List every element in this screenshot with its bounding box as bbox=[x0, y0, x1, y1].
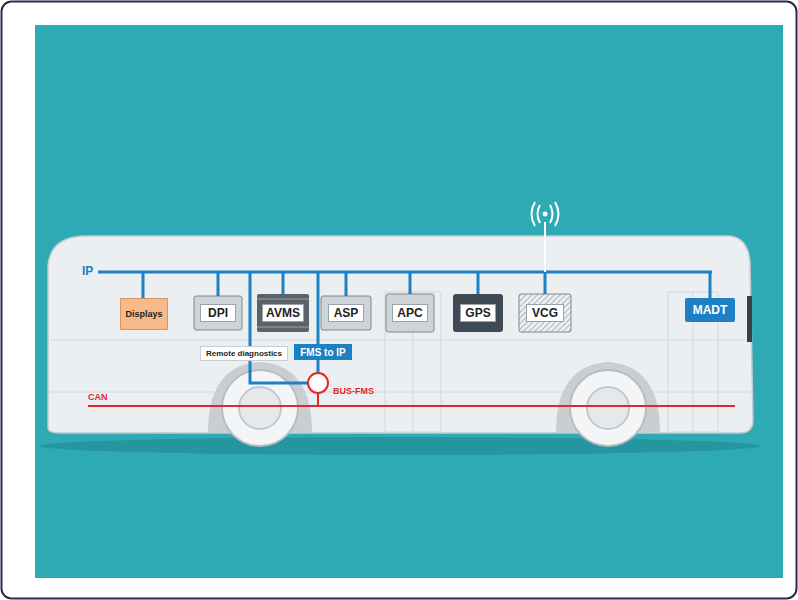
device-label: APC bbox=[392, 304, 428, 322]
node-text: FMS to IP bbox=[300, 347, 346, 358]
diagnostics-label: Remote diagnostics bbox=[200, 346, 288, 361]
shadow bbox=[40, 437, 760, 455]
node-text: ASP bbox=[334, 306, 359, 320]
network-label: IP bbox=[82, 264, 93, 278]
can-bus bbox=[88, 405, 735, 407]
node-text: AVMS bbox=[266, 306, 300, 320]
background bbox=[35, 25, 783, 578]
node-text: MADT bbox=[693, 303, 728, 317]
bus-fms-connector bbox=[308, 373, 328, 393]
front-door bbox=[385, 292, 441, 432]
apc-device bbox=[386, 294, 434, 332]
bus-fms-tap bbox=[317, 393, 319, 406]
node-text: Remote diagnostics bbox=[206, 349, 282, 358]
gps-device bbox=[453, 294, 503, 332]
node-text: VCG bbox=[532, 306, 558, 320]
gateway-box: FMS to IP bbox=[294, 344, 352, 360]
avms-device bbox=[257, 294, 309, 332]
wheel bbox=[570, 370, 646, 446]
dpi-device bbox=[194, 296, 242, 330]
node-text: DPI bbox=[208, 306, 228, 320]
device-label: ASP bbox=[328, 304, 364, 322]
wheel bbox=[222, 370, 298, 446]
device-label: AVMS bbox=[262, 304, 304, 322]
network-label: CAN bbox=[88, 392, 108, 402]
antenna bbox=[532, 202, 559, 272]
device-label: DPI bbox=[200, 304, 236, 322]
device-label: VCG bbox=[526, 304, 564, 322]
vcg-device bbox=[519, 294, 571, 332]
device-label: GPS bbox=[460, 304, 496, 322]
node-text: GPS bbox=[465, 306, 490, 320]
display-box: Displays bbox=[120, 298, 168, 330]
bus-label: BUS-FMS bbox=[333, 386, 374, 396]
bus-body bbox=[48, 236, 753, 433]
madt-box: MADT bbox=[685, 298, 735, 322]
mirror bbox=[747, 296, 752, 342]
node-text: Displays bbox=[125, 309, 162, 319]
ip-network bbox=[98, 272, 712, 383]
asp-device bbox=[321, 296, 371, 330]
node-text: APC bbox=[397, 306, 422, 320]
